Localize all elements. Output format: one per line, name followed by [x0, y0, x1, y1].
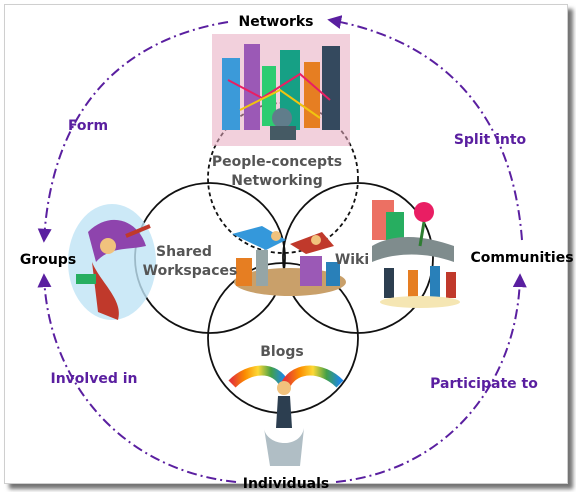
- individuals-illustration: [228, 365, 344, 466]
- relation-participate-to: Participate to: [430, 376, 538, 392]
- node-individuals: Individuals: [243, 476, 330, 492]
- tool-blogs: Blogs: [260, 344, 303, 360]
- tool-shared-line1: Shared: [156, 244, 212, 260]
- tool-shared-line2: Workspaces: [143, 263, 238, 279]
- shared-scene-illustration: [232, 226, 346, 296]
- arrow-individuals-to-groups: [37, 273, 237, 483]
- tool-people-concepts-line2: Networking: [231, 173, 322, 189]
- relation-split-into: Split into: [454, 132, 527, 148]
- tool-people-concepts-line1: People-concepts: [212, 154, 342, 170]
- node-groups: Groups: [20, 252, 76, 268]
- communities-illustration: [372, 200, 460, 308]
- arrow-individuals-to-communities: [335, 273, 527, 483]
- relation-involved-in: Involved in: [50, 371, 137, 387]
- networks-illustration: [212, 34, 350, 146]
- arrow-communities-to-networks: [327, 15, 523, 241]
- tool-wiki: Wiki: [335, 252, 369, 268]
- node-communities: Communities: [470, 250, 573, 266]
- arrow-networks-to-groups: [37, 21, 229, 243]
- cycle-arrows: [37, 15, 527, 483]
- node-networks: Networks: [238, 14, 313, 30]
- groups-illustration: [68, 204, 156, 320]
- relation-form: Form: [68, 118, 108, 134]
